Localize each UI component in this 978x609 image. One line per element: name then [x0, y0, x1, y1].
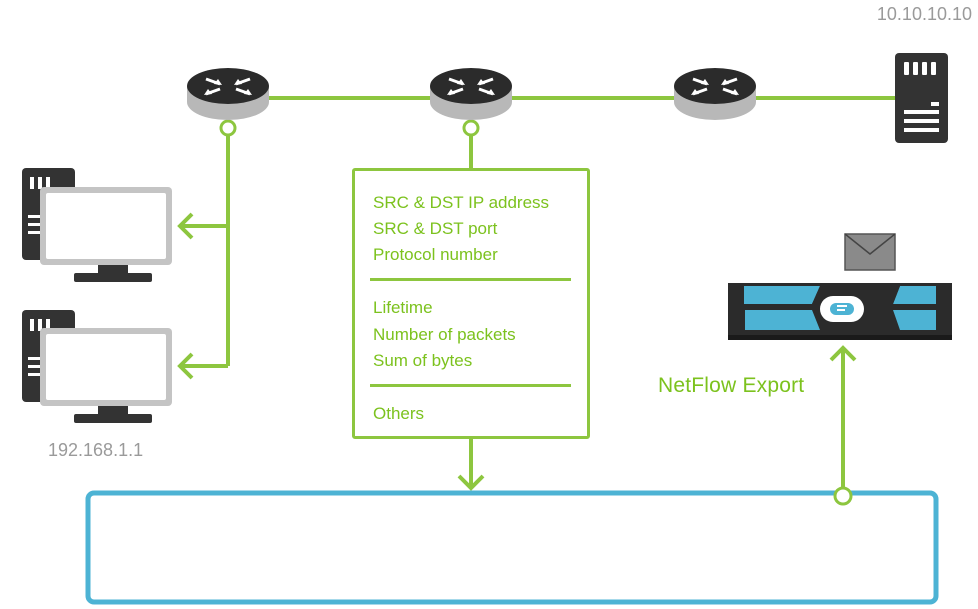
envelope-icon — [844, 233, 896, 271]
arrow-fields-collector — [457, 474, 485, 491]
flow-field: Others — [373, 404, 425, 423]
flow-field: Number of packets — [373, 325, 516, 344]
netflow-collector-appliance-icon — [728, 283, 952, 340]
flow-field: Sum of bytes — [373, 351, 473, 370]
port-router1 — [219, 119, 237, 137]
client-ip-label: 192.168.1.1 — [48, 440, 144, 460]
netflow-export-label: NetFlow Export — [658, 374, 805, 397]
flow-fields-box: SRC & DST IP address SRC & DST port Prot… — [352, 168, 590, 439]
flow-field: SRC & DST IP address — [373, 193, 550, 212]
flow-field: Lifetime — [373, 298, 433, 317]
fields-divider — [370, 384, 571, 387]
flow-field: Protocol number — [373, 245, 498, 264]
flow-field: SRC & DST port — [373, 219, 498, 238]
arrow-client1 — [177, 212, 194, 240]
port-export — [833, 486, 853, 506]
router-icon — [430, 68, 512, 120]
arrow-client2 — [177, 352, 194, 380]
router-icon — [674, 68, 756, 120]
fields-divider — [370, 278, 571, 281]
desktop-computer-icon — [22, 310, 172, 423]
server-icon — [895, 53, 948, 143]
network-links — [177, 96, 898, 491]
server-ip-label: 10.10.10.10 — [876, 4, 972, 24]
arrow-netflow-export — [829, 345, 857, 362]
desktop-computer-icon — [22, 168, 172, 282]
router-icon — [187, 68, 269, 120]
port-router2 — [462, 119, 480, 137]
collector-frame — [85, 490, 939, 605]
